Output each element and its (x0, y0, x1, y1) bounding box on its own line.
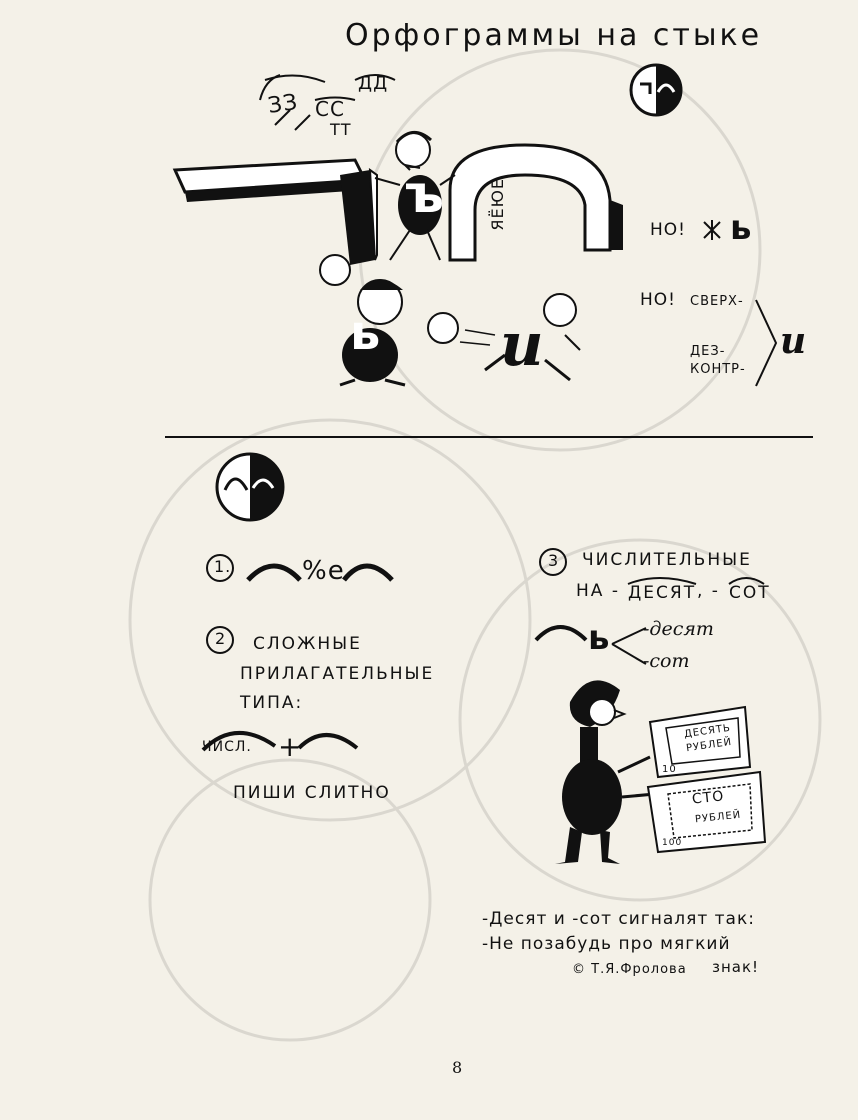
arch-vowels-label: ЯЁЮЕ (488, 178, 507, 231)
rule3-soft-sign: ь (588, 618, 611, 658)
rule2-line1: СЛОЖНЫЕ (253, 634, 362, 654)
rule2-write-together: ПИШИ СЛИТНО (233, 783, 391, 803)
banknote1-value: 10 (662, 764, 677, 775)
note2-bracket (755, 299, 778, 387)
page-title: Орфограммы на стыке (345, 18, 763, 53)
poem-line1: -Десят и -сот сигналят так: (482, 909, 755, 929)
soft-sign-circle-icon (215, 452, 285, 522)
note1-soft-sign: ь (730, 208, 753, 248)
poem-line2: -Не позабудь про мягкий (482, 934, 731, 954)
note2-i-letter: и (780, 320, 807, 362)
boxer-soft-sign: ь (350, 305, 382, 361)
rule3-suffix-desyat: ДЕСЯТ (628, 583, 697, 603)
rule3-script-desyat: -десят (643, 618, 714, 640)
hard-sign-letter: ъ (405, 165, 446, 225)
section-divider (165, 436, 813, 438)
rule2-formula-plus: + (278, 730, 303, 763)
sound-label-tt: ТТ (330, 120, 352, 139)
rule3-number-circle (539, 548, 567, 576)
rule2-number-circle (206, 626, 234, 654)
hard-sign-circle-icon (629, 63, 683, 117)
poem-end: знак! (712, 958, 760, 976)
rule3-branch-lines (611, 627, 647, 665)
rule2-line2: ПРИЛАГАТЕЛЬНЫЕ (240, 664, 435, 684)
rule1-root-arc-left (246, 563, 302, 582)
rule1-connector-symbol: %е (302, 556, 345, 586)
rule3-line2-prefix: НА - (576, 581, 620, 601)
rule1-number-circle (206, 554, 234, 582)
rule3-number: 3 (548, 551, 560, 570)
rule3-script-sot: -сот (643, 650, 690, 672)
rule3-suffix-arcs (627, 577, 765, 585)
rule1-root-arc-right (342, 563, 394, 582)
banknote2-title: СТО (691, 788, 726, 808)
rule2-number: 2 (215, 629, 227, 648)
rule2-formula-word: ЧИСЛ. (202, 739, 252, 755)
hard-sign-gate-illustration (172, 131, 623, 387)
note2-prefix-kontr: КОНТР- (690, 362, 746, 377)
crossed-zh-icon (703, 220, 721, 240)
running-i-letter: и (500, 310, 544, 380)
poem-author: © Т.Я.Фролова (572, 962, 687, 977)
note2-prefix-sverkh: СВЕРХ- (690, 294, 744, 309)
sound-label-ss: СС (315, 97, 345, 121)
note2-prefix: НО! (640, 290, 676, 310)
soft-sign-character-illustration (555, 680, 767, 864)
rule3-comma-dash: , - (697, 581, 720, 601)
rule1-number: 1. (214, 557, 232, 576)
sound-waves-decoration (259, 74, 396, 131)
rule3-suffix-sot: СОТ (729, 583, 771, 603)
banknote2-value: 100 (662, 838, 683, 848)
page-number: 8 (452, 1058, 463, 1077)
rule2-line3: ТИПА: (240, 693, 304, 713)
note2-prefix-dez: ДЕЗ- (690, 344, 726, 359)
rule3-root-arc (534, 625, 588, 642)
sound-label-dd: ДД (358, 73, 389, 94)
rule2-formula-arcs (201, 731, 359, 752)
note1-prefix: НО! (650, 220, 686, 240)
rule3-line1: ЧИСЛИТЕЛЬНЫЕ (582, 550, 752, 570)
